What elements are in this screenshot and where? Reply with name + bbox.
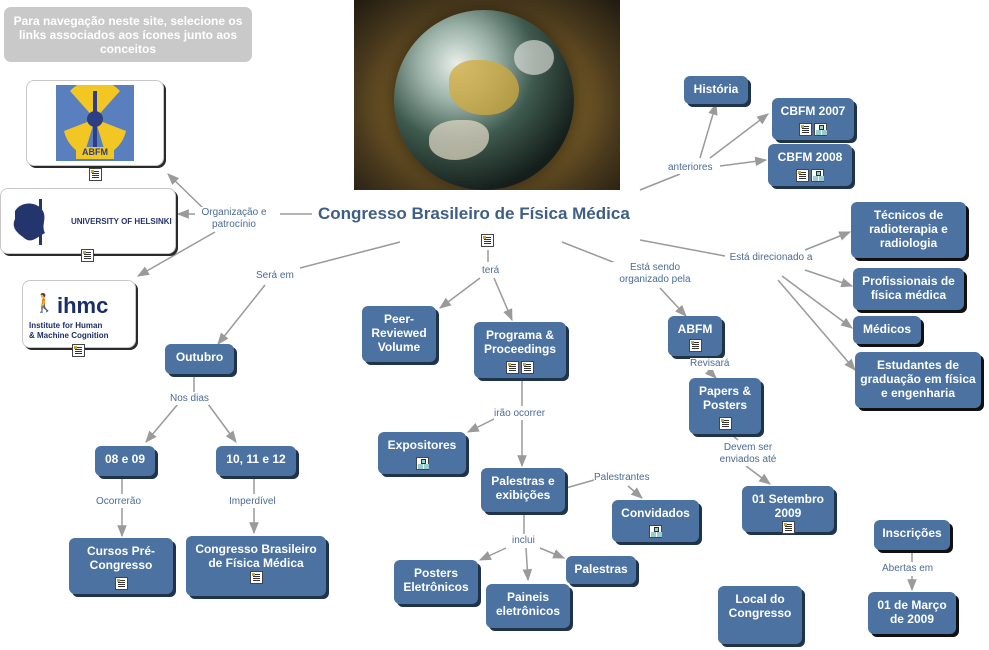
ihmc-logo-sub2: & Machine Cognition bbox=[29, 331, 109, 340]
node-congresso[interactable]: Congresso Brasileiro de Física Médica bbox=[186, 536, 326, 596]
label-revisara: Revisará bbox=[690, 358, 730, 370]
document-icon[interactable] bbox=[72, 344, 85, 358]
ihmc-person-icon: 🚶 bbox=[33, 293, 56, 313]
node-cursos[interactable]: Cursos Pré-Congresso bbox=[69, 538, 173, 594]
helsinki-logo[interactable]: UNIVERSITY OF HELSINKI bbox=[0, 188, 176, 254]
navigation-hint-text: Para navegação neste site, selecione os … bbox=[13, 13, 243, 56]
node-tecnicos[interactable]: Técnicos de radioterapia e radiologia bbox=[851, 202, 966, 258]
node-palestras-exibicoes[interactable]: Palestras e exibições bbox=[481, 468, 565, 512]
concept-map-icon[interactable] bbox=[649, 525, 662, 539]
document-icon[interactable] bbox=[506, 361, 519, 375]
node-posters-eletronicos[interactable]: Posters Eletrônicos bbox=[394, 560, 478, 604]
label-inclui: inclui bbox=[512, 535, 535, 547]
document-icon[interactable] bbox=[249, 571, 263, 585]
node-profissionais[interactable]: Profissionais de física médica bbox=[853, 268, 964, 310]
label-sendo-organizado: Está sendo organizado pela bbox=[612, 262, 698, 286]
document-icon[interactable] bbox=[688, 339, 702, 353]
node-estudantes[interactable]: Estudantes de graduação em física e enge… bbox=[855, 352, 981, 408]
document-icon[interactable] bbox=[481, 234, 494, 248]
label-irao-ocorrer: irão ocorrer bbox=[494, 408, 546, 420]
label-direcionado: Está direcionado a bbox=[726, 252, 816, 264]
node-convidados[interactable]: Convidados bbox=[612, 500, 699, 542]
label-sera-em: Será em bbox=[256, 270, 294, 282]
node-local-congresso[interactable]: Local do Congresso bbox=[718, 586, 802, 644]
document-icon[interactable] bbox=[114, 577, 128, 591]
document-icon[interactable] bbox=[799, 123, 812, 137]
label-abertas-em: Abertas em bbox=[882, 563, 934, 575]
node-01-marco[interactable]: 01 de Março de 2009 bbox=[868, 592, 956, 634]
label-ocorrerao: Ocorrerão bbox=[96, 496, 142, 508]
document-icon[interactable] bbox=[718, 417, 732, 431]
helsinki-logo-text: UNIVERSITY OF HELSINKI bbox=[71, 217, 172, 226]
concept-map-icon[interactable] bbox=[814, 123, 827, 137]
navigation-hint: Para navegação neste site, selecione os … bbox=[4, 7, 252, 62]
abfm-emblem bbox=[56, 85, 134, 161]
label-tera: terá bbox=[482, 265, 500, 277]
document-icon[interactable] bbox=[521, 361, 534, 375]
node-medicos[interactable]: Médicos bbox=[853, 316, 921, 344]
document-icon[interactable] bbox=[89, 168, 102, 182]
ihmc-logo[interactable]: 🚶 ihmc Institute for Human & Machine Cog… bbox=[22, 280, 136, 348]
node-abfm[interactable]: ABFM bbox=[668, 316, 722, 356]
document-icon[interactable] bbox=[796, 169, 809, 183]
label-devem-ser: Devem ser enviados até bbox=[714, 442, 782, 466]
label-nos-dias: Nos dias bbox=[170, 393, 209, 405]
document-icon[interactable] bbox=[781, 521, 795, 535]
node-inscricoes[interactable]: Inscrições bbox=[874, 520, 950, 550]
concept-map-icon[interactable] bbox=[811, 169, 824, 183]
node-outubro[interactable]: Outubro bbox=[165, 344, 234, 374]
node-01-setembro[interactable]: 01 Setembro 2009 bbox=[742, 486, 834, 535]
node-cbfm-2007[interactable]: CBFM 2007 bbox=[772, 98, 854, 140]
page-title: Congresso Brasileiro de Física Médica bbox=[318, 204, 630, 223]
ihmc-logo-main: ihmc bbox=[57, 293, 109, 318]
helsinki-emblem bbox=[13, 199, 45, 245]
node-10-11-12[interactable]: 10, 11 e 12 bbox=[216, 446, 296, 476]
node-historia[interactable]: História bbox=[684, 76, 748, 104]
label-palestrantes: Palestrantes bbox=[594, 472, 650, 484]
ihmc-logo-sub1: Institute for Human bbox=[29, 321, 103, 330]
node-paineis[interactable]: Paineis eletrônicos bbox=[486, 584, 570, 628]
node-programa[interactable]: Programa & Proceedings bbox=[474, 322, 566, 378]
node-peer-reviewed[interactable]: Peer-Reviewed Volume bbox=[362, 306, 436, 362]
node-palestras[interactable]: Palestras bbox=[566, 556, 636, 584]
label-anteriores: anteriores bbox=[668, 162, 713, 174]
document-icon[interactable] bbox=[81, 249, 94, 263]
node-expositores[interactable]: Expositores bbox=[378, 432, 466, 474]
node-papers-posters[interactable]: Papers & Posters bbox=[689, 378, 761, 434]
concept-map-icon[interactable] bbox=[415, 457, 429, 471]
abfm-logo-text: ABFM bbox=[82, 147, 108, 157]
globe-in-hands-image bbox=[354, 0, 620, 190]
abfm-logo[interactable]: ABFM bbox=[26, 80, 164, 166]
label-org: Organização e patrocínio bbox=[196, 207, 272, 231]
node-cbfm-2008[interactable]: CBFM 2008 bbox=[768, 144, 852, 186]
label-imperdivel: Imperdível bbox=[229, 496, 276, 508]
node-08-e-09[interactable]: 08 e 09 bbox=[95, 446, 155, 476]
